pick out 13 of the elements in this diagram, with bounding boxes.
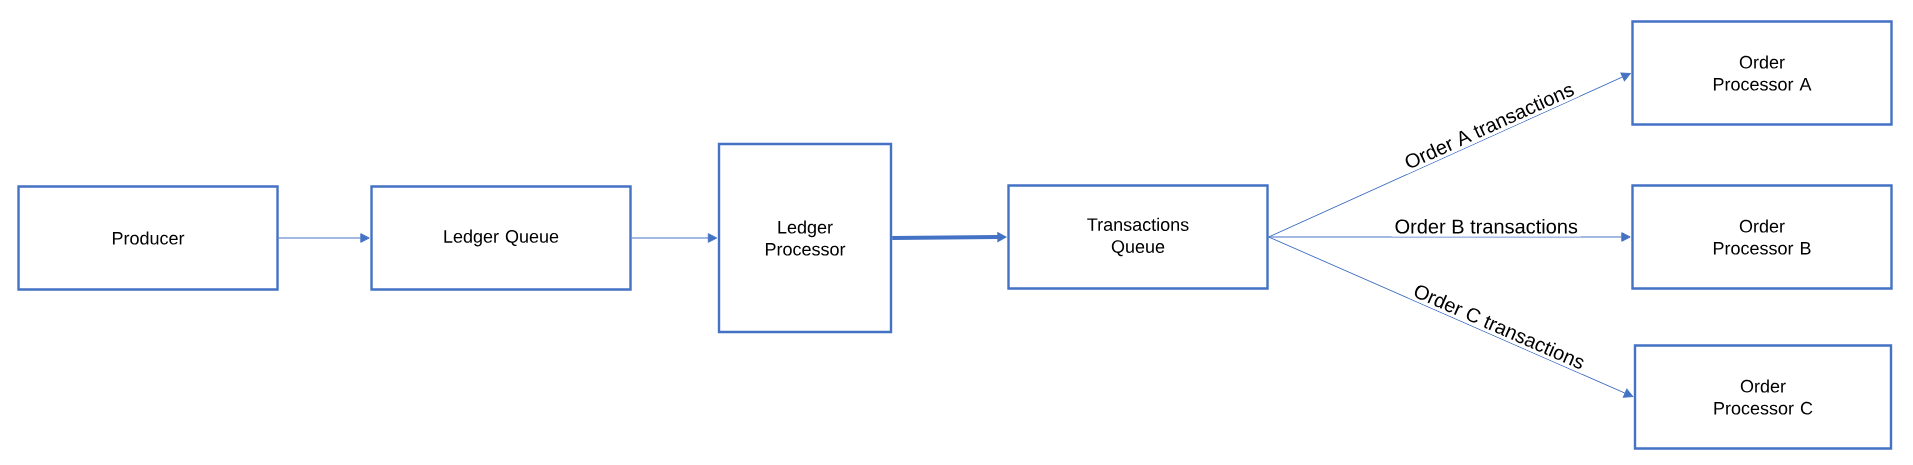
arrow (1268, 236, 1634, 398)
process-box: Ledger Processor (717, 142, 893, 334)
process-box: Producer (17, 185, 279, 291)
process-box: Order Processor B (1631, 184, 1893, 290)
process-box: Transactions Queue (1007, 184, 1269, 290)
process-box: Order Processor C (1633, 344, 1893, 450)
process-box: Ledger Queue (370, 185, 632, 291)
arrow (1268, 232, 1631, 242)
arrow (631, 233, 718, 243)
process-box: Order Processor A (1631, 20, 1893, 126)
edge-label: Order B transactions (1391, 215, 1581, 237)
arrow (1268, 72, 1631, 238)
arrow (278, 233, 370, 243)
